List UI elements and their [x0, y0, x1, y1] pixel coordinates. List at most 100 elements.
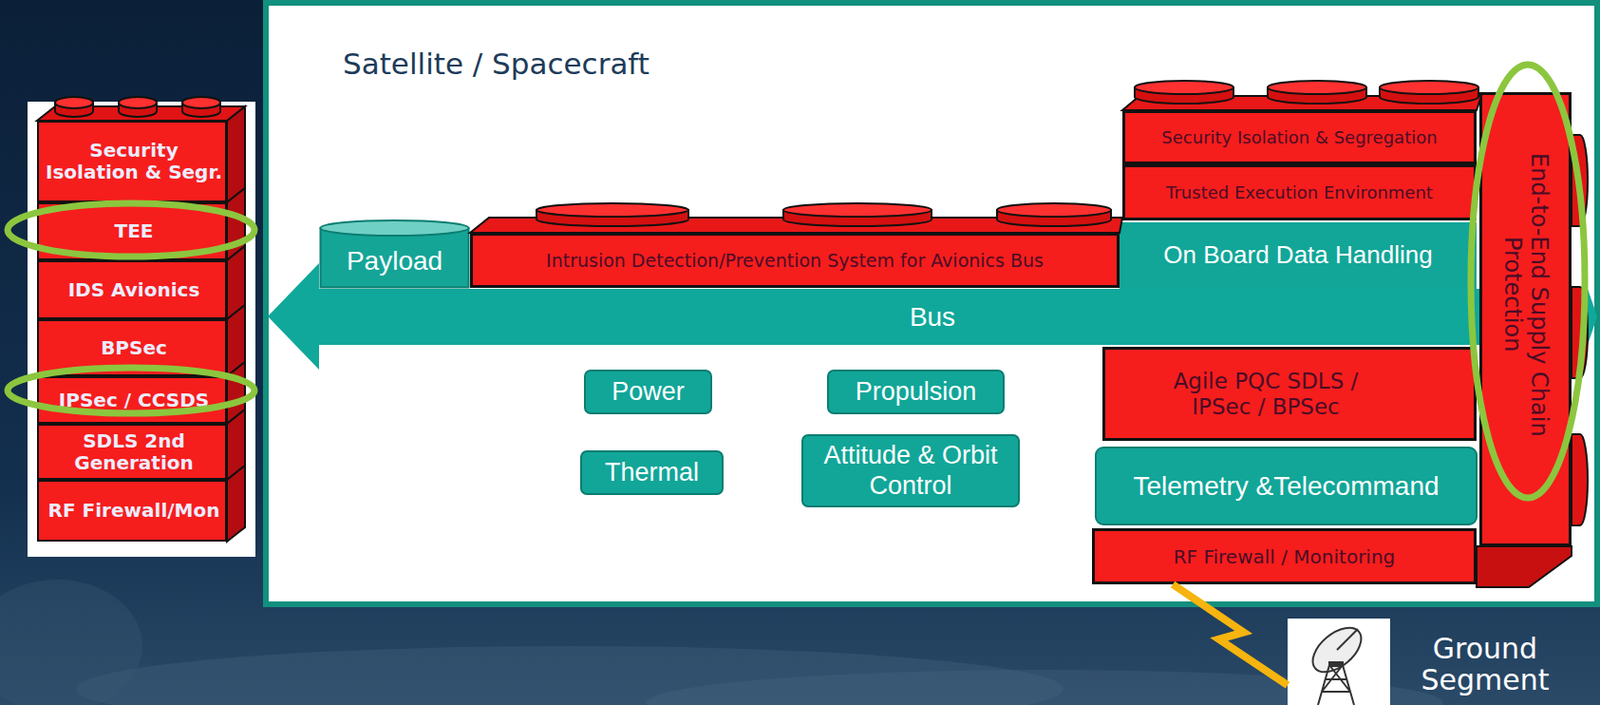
side-studs — [1571, 134, 1588, 526]
side-face — [226, 188, 245, 261]
isolation-block: Security Isolation & Segregation — [1122, 110, 1477, 165]
stack-studs — [55, 96, 221, 117]
bus-block-studs — [536, 203, 1111, 226]
stud-top — [182, 96, 221, 109]
stud-top — [1379, 80, 1479, 95]
side-face — [226, 465, 245, 542]
cylinder-top — [320, 220, 470, 236]
stud-side — [1571, 286, 1588, 378]
thermal-box: Thermal — [580, 450, 724, 495]
supply-chain-block: End-to-End Supply Chain Protection — [1479, 92, 1572, 546]
stud-body — [1379, 87, 1479, 104]
text-wrap: SDLS 2nd Generation — [41, 425, 226, 478]
power-box: Power — [583, 369, 713, 415]
text-wrap: RF Firewall/Mon — [41, 481, 226, 540]
text-wrap: Intrusion Detection/Prevention System fo… — [472, 235, 1117, 285]
node-text: IPSec / CCSDS — [58, 389, 209, 412]
node-text: SDLS 2nd Generation — [41, 430, 226, 474]
rf-firewall-block: RF Firewall / Monitoring — [1091, 527, 1477, 584]
side-face — [226, 361, 245, 424]
text-wrap: Security Isolation & Segr. — [41, 122, 226, 201]
cylinder-body — [320, 227, 470, 288]
text-wrap: Bus — [267, 288, 1598, 345]
stack-layer: RF Firewall/Mon — [37, 479, 227, 542]
stud-side — [1571, 433, 1588, 526]
node-text: Ground Segment — [1409, 632, 1562, 696]
crypto-block: Agile PQC SDLS / IPSec / BPSec — [1102, 346, 1477, 441]
stack-layer: Security Isolation & Segr. — [37, 120, 227, 203]
text-wrap: IPSec / CCSDS — [41, 377, 226, 422]
stack-top-studs — [1134, 80, 1479, 104]
aocs-box: Attitude & Orbit Control — [801, 433, 1020, 508]
node-text: BPSec — [100, 337, 168, 359]
text-wrap: TEE — [41, 204, 226, 259]
stud-body — [536, 209, 689, 226]
node-text: Security Isolation & Segregation — [1161, 127, 1437, 149]
node-text: On Board Data Handling — [1163, 240, 1432, 270]
node-text: RF Firewall/Mon — [48, 499, 221, 522]
side-face — [226, 304, 245, 377]
node-text: Thermal — [604, 456, 699, 488]
text-wrap: End-to-End Supply Chain Protection — [1482, 94, 1569, 494]
side-face — [226, 245, 245, 320]
stud-body — [1267, 87, 1367, 104]
highlight-ellipse — [7, 367, 255, 414]
node-text: RF Firewall / Monitoring — [1173, 545, 1396, 568]
text-wrap: Telemetry &Telecommand — [1096, 448, 1476, 524]
propulsion-box: Propulsion — [827, 369, 1005, 415]
text-wrap: RF Firewall / Monitoring — [1094, 530, 1474, 582]
node-text: Bus — [909, 301, 956, 334]
bottom-face — [1476, 545, 1572, 587]
highlight-ellipses — [7, 64, 1585, 498]
spacecraft-panel: Satellite / SpacecraftPayload Intrusion D… — [263, 0, 1600, 607]
stud-body — [783, 209, 932, 226]
antenna-tile — [1287, 618, 1391, 705]
antenna-tower — [1317, 664, 1355, 705]
top-face — [470, 217, 1123, 233]
ttc-box: Telemetry &Telecommand — [1094, 446, 1478, 526]
node-text: IDS Avionics — [68, 279, 201, 302]
stack-layer: SDLS 2nd Generation — [37, 423, 227, 480]
stack-layer: IPSec / CCSDS — [37, 376, 227, 424]
stud-top — [997, 203, 1111, 217]
text-wrap: Attitude & Orbit Control — [803, 435, 1018, 506]
text-wrap: Power — [585, 371, 711, 413]
text-wrap: Propulsion — [828, 371, 1003, 413]
text-wrap: Security Isolation & Segregation — [1125, 112, 1474, 162]
text-wrap: Satellite / Spacecraft — [342, 45, 913, 84]
text-wrap: Agile PQC SDLS / IPSec / BPSec — [1156, 349, 1375, 438]
top-face — [1122, 95, 1482, 111]
side-face — [226, 106, 245, 203]
top-face — [37, 106, 245, 121]
stud-body — [997, 209, 1111, 226]
stud-top — [536, 203, 689, 217]
side-face — [226, 409, 245, 480]
ground-segment: Ground Segment — [1287, 618, 1600, 705]
stud-top — [1134, 80, 1234, 95]
node-text: Intrusion Detection/Prevention System fo… — [545, 249, 1044, 272]
stack-layer: IDS Avionics — [37, 260, 227, 320]
node-text: End-to-End Supply Chain Protection — [1498, 113, 1554, 475]
stud-body — [55, 102, 94, 117]
node-text: Satellite / Spacecraft — [342, 46, 650, 82]
stack-side-faces — [226, 106, 245, 542]
antenna-feed — [1336, 628, 1358, 650]
highlight-ellipse — [7, 203, 255, 257]
node-text: Power — [611, 376, 685, 407]
stack-backing — [27, 101, 256, 557]
stack-layer: TEE — [37, 202, 227, 261]
text-wrap: On Board Data Handling — [1119, 222, 1477, 289]
text-wrap: IDS Avionics — [41, 262, 226, 318]
stud-body — [1134, 87, 1234, 104]
node-text: Payload — [346, 244, 443, 278]
node-text: Telemetry &Telecommand — [1132, 470, 1439, 503]
cloud-layer — [0, 579, 143, 705]
text-wrap: Ground Segment — [1399, 621, 1571, 705]
text-wrap: Payload — [319, 232, 471, 289]
stud-body — [118, 102, 157, 117]
lightning-link — [1172, 583, 1288, 685]
highlight-ellipse — [1470, 64, 1585, 498]
text-wrap: Trusted Execution Environment — [1125, 167, 1474, 218]
